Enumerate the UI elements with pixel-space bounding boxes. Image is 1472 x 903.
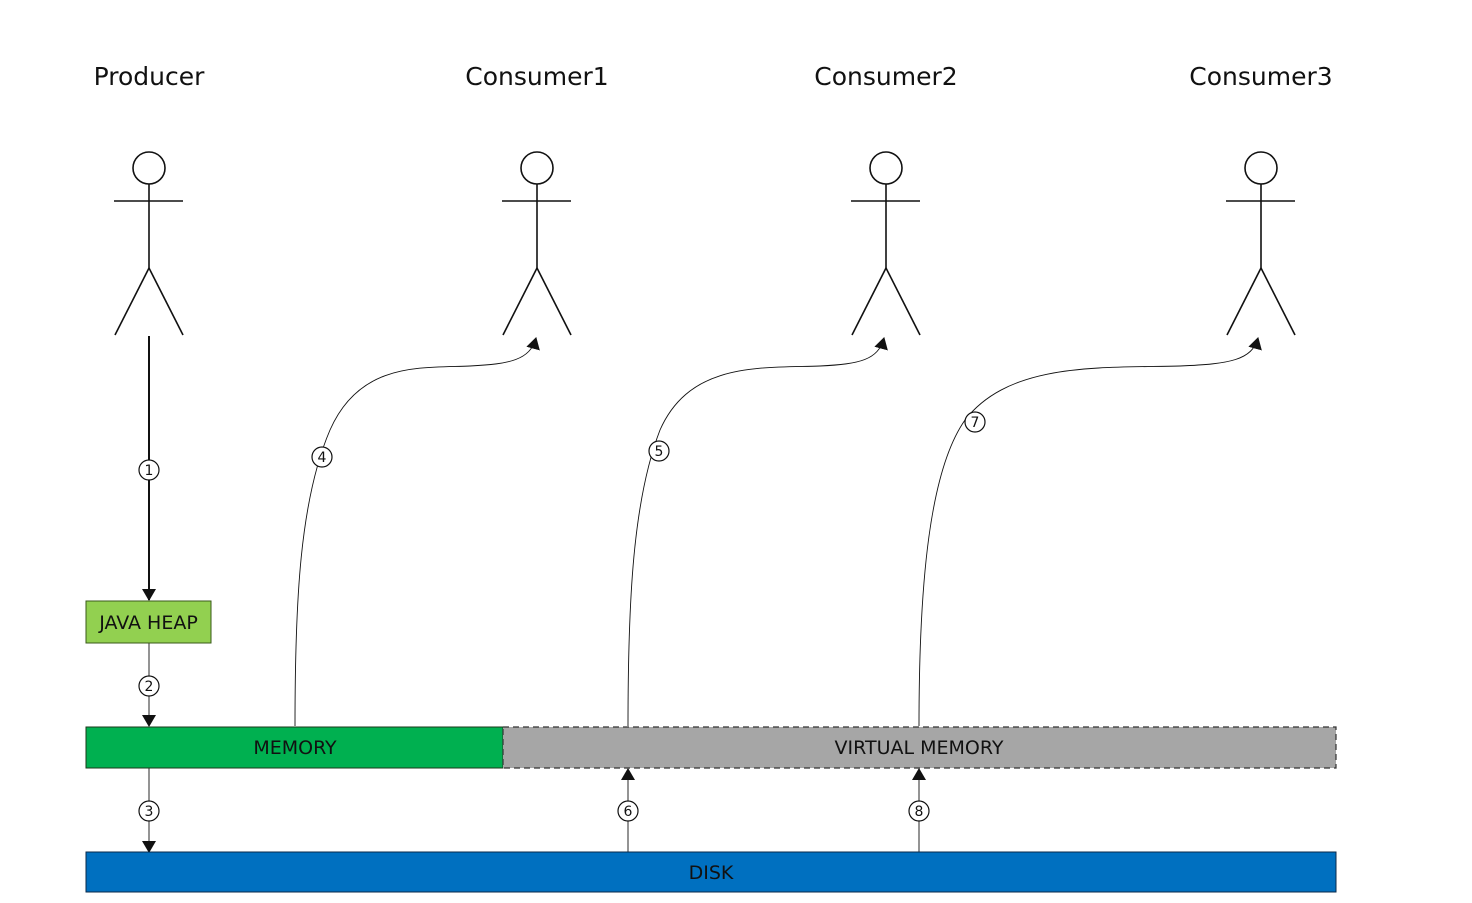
java-heap-box — [85, 600, 212, 644]
producer-figure — [114, 151, 184, 336]
step-number-8: 8 — [915, 804, 924, 820]
step-marker-5: 5 — [648, 440, 670, 462]
arrow-step-4 — [294, 337, 540, 727]
actor-label-consumer1: Consumer1 — [465, 62, 608, 91]
step-marker-2: 2 — [138, 675, 160, 697]
step-marker-1: 1 — [138, 459, 160, 481]
step-marker-4: 4 — [311, 446, 333, 468]
step-number-3: 3 — [145, 804, 154, 820]
memory-label: MEMORY — [253, 737, 337, 759]
java-heap-label: JAVA HEAP — [98, 612, 198, 634]
arrow-step-5 — [627, 337, 888, 727]
virtual-memory-label: VIRTUAL MEMORY — [835, 737, 1004, 759]
actor-label-consumer3: Consumer3 — [1189, 62, 1332, 91]
disk-label: DISK — [689, 862, 734, 884]
virtual-memory-box — [502, 726, 1337, 769]
step-number-6: 6 — [624, 804, 633, 820]
step-number-4: 4 — [318, 450, 327, 466]
consumer2-figure — [851, 151, 921, 336]
step-marker-7: 7 — [964, 411, 986, 433]
actor-label-consumer2: Consumer2 — [814, 62, 957, 91]
step-marker-6: 6 — [617, 800, 639, 822]
arrow-step-7 — [918, 337, 1262, 727]
step-number-7: 7 — [971, 415, 980, 431]
step-number-2: 2 — [145, 679, 154, 695]
consumer3-figure — [1226, 151, 1296, 336]
step-marker-8: 8 — [908, 800, 930, 822]
step-number-1: 1 — [145, 463, 154, 479]
disk-box — [85, 851, 1337, 893]
actor-label-producer: Producer — [94, 62, 206, 91]
memory-box — [85, 726, 504, 769]
step-number-5: 5 — [655, 444, 664, 460]
step-marker-3: 3 — [138, 800, 160, 822]
consumer1-figure — [502, 151, 572, 336]
